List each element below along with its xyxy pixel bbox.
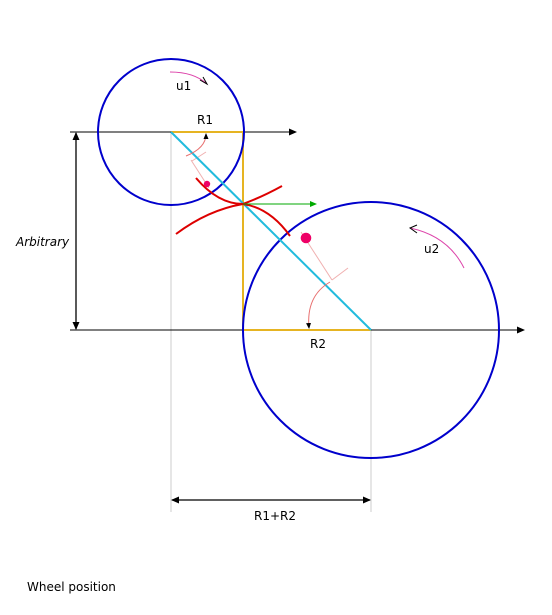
label-r1: R1 (197, 113, 213, 127)
angle-arc-r1 (185, 133, 209, 157)
marker-dot-wheel-2 (300, 232, 312, 244)
contact-curve-2 (175, 202, 291, 237)
label-r1-plus-r2: R1+R2 (254, 509, 296, 523)
label-r2: R2 (310, 337, 326, 351)
label-u2: u2 (424, 242, 439, 256)
marker-dot-wheel-1 (203, 180, 211, 188)
label-u1: u1 (176, 79, 191, 93)
lever-line-1-tick (191, 151, 207, 162)
wheel-2 (242, 201, 500, 459)
lever-line-2-tick (331, 267, 349, 281)
diagram-caption: Wheel position (27, 580, 116, 594)
angle-arc-r2 (306, 281, 331, 329)
curved-arrow-icon (408, 224, 465, 269)
center-line (170, 131, 372, 331)
curved-arrow-icon (169, 71, 209, 86)
wheel-1 (97, 58, 245, 206)
label-arbitrary: Arbitrary (15, 235, 70, 249)
